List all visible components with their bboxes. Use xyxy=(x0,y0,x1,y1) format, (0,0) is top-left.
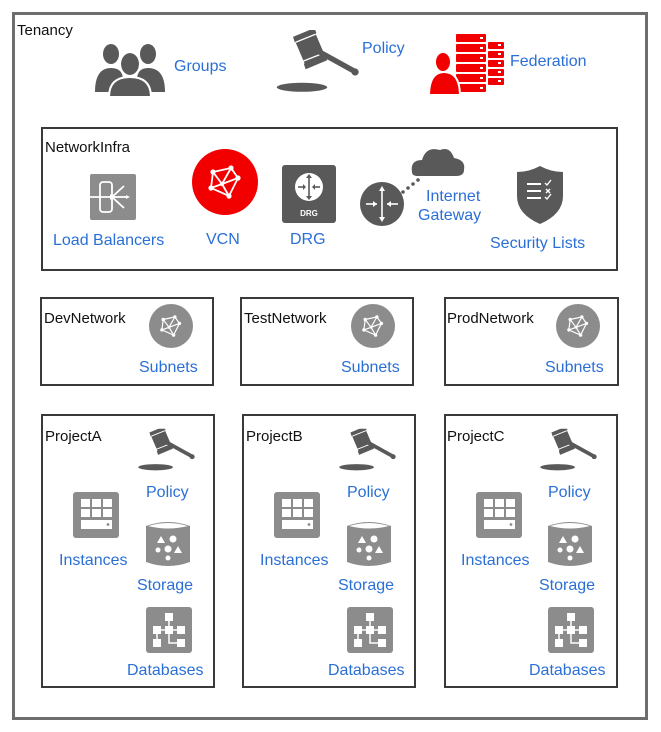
projectb-storage-label[interactable]: Storage xyxy=(338,577,395,594)
instances-icon xyxy=(73,492,119,538)
security-shield-icon xyxy=(517,166,563,224)
projectc-title: ProjectC xyxy=(447,428,505,445)
storage-icon xyxy=(347,520,391,568)
projectc-policy-label[interactable]: Policy xyxy=(548,484,591,501)
load-balancers-label[interactable]: Load Balancers xyxy=(53,232,165,249)
federation-icon xyxy=(430,34,504,94)
devnetwork-subnets-label[interactable]: Subnets xyxy=(139,359,198,376)
databases-icon xyxy=(146,607,192,653)
internet-gateway-label-line2[interactable]: Gateway xyxy=(418,207,482,224)
projecta-databases-label[interactable]: Databases xyxy=(127,662,204,679)
groups-icon xyxy=(93,40,167,96)
internet-gateway-label-line1[interactable]: Internet xyxy=(426,188,481,205)
databases-icon xyxy=(347,607,393,653)
drg-label[interactable]: DRG xyxy=(290,231,326,248)
testnetwork-subnets-label[interactable]: Subnets xyxy=(341,359,400,376)
drg-icon: DRG xyxy=(282,165,336,223)
projectb-instances-label[interactable]: Instances xyxy=(260,552,329,569)
storage-icon xyxy=(548,520,592,568)
gavel-icon xyxy=(338,428,400,473)
prodnetwork-title: ProdNetwork xyxy=(447,310,534,327)
projectc-instances-label[interactable]: Instances xyxy=(461,552,530,569)
instances-icon xyxy=(476,492,522,538)
storage-icon xyxy=(146,520,190,568)
drg-badge-text: DRG xyxy=(300,209,318,218)
instances-icon xyxy=(274,492,320,538)
prodnetwork-subnets-label[interactable]: Subnets xyxy=(545,359,604,376)
projecta-title: ProjectA xyxy=(45,428,102,445)
projectc-storage-label[interactable]: Storage xyxy=(539,577,596,594)
databases-icon xyxy=(548,607,594,653)
groups-label[interactable]: Groups xyxy=(174,58,227,75)
devnetwork-title: DevNetwork xyxy=(44,310,126,327)
gavel-icon xyxy=(539,428,601,473)
testnetwork-title: TestNetwork xyxy=(244,310,327,327)
projecta-instances-label[interactable]: Instances xyxy=(59,552,128,569)
projectb-databases-label[interactable]: Databases xyxy=(328,662,405,679)
projectc-databases-label[interactable]: Databases xyxy=(529,662,606,679)
vcn-label[interactable]: VCN xyxy=(206,231,240,248)
projecta-policy-label[interactable]: Policy xyxy=(146,484,189,501)
subnet-icon xyxy=(149,304,193,348)
subnet-icon xyxy=(351,304,395,348)
networkinfra-title: NetworkInfra xyxy=(45,139,131,156)
projecta-storage-label[interactable]: Storage xyxy=(137,577,194,594)
projectb-policy-label[interactable]: Policy xyxy=(347,484,390,501)
subnet-icon xyxy=(556,304,600,348)
internet-gateway-icon xyxy=(360,140,470,230)
vcn-icon xyxy=(192,149,258,215)
security-lists-label[interactable]: Security Lists xyxy=(490,235,586,252)
gavel-icon xyxy=(137,428,199,473)
projectb-title: ProjectB xyxy=(246,428,303,445)
load-balancer-icon xyxy=(90,174,136,220)
gavel-icon xyxy=(275,30,365,96)
tenancy-title: Tenancy xyxy=(17,22,73,39)
federation-label[interactable]: Federation xyxy=(510,53,587,70)
policy-label[interactable]: Policy xyxy=(362,40,405,57)
